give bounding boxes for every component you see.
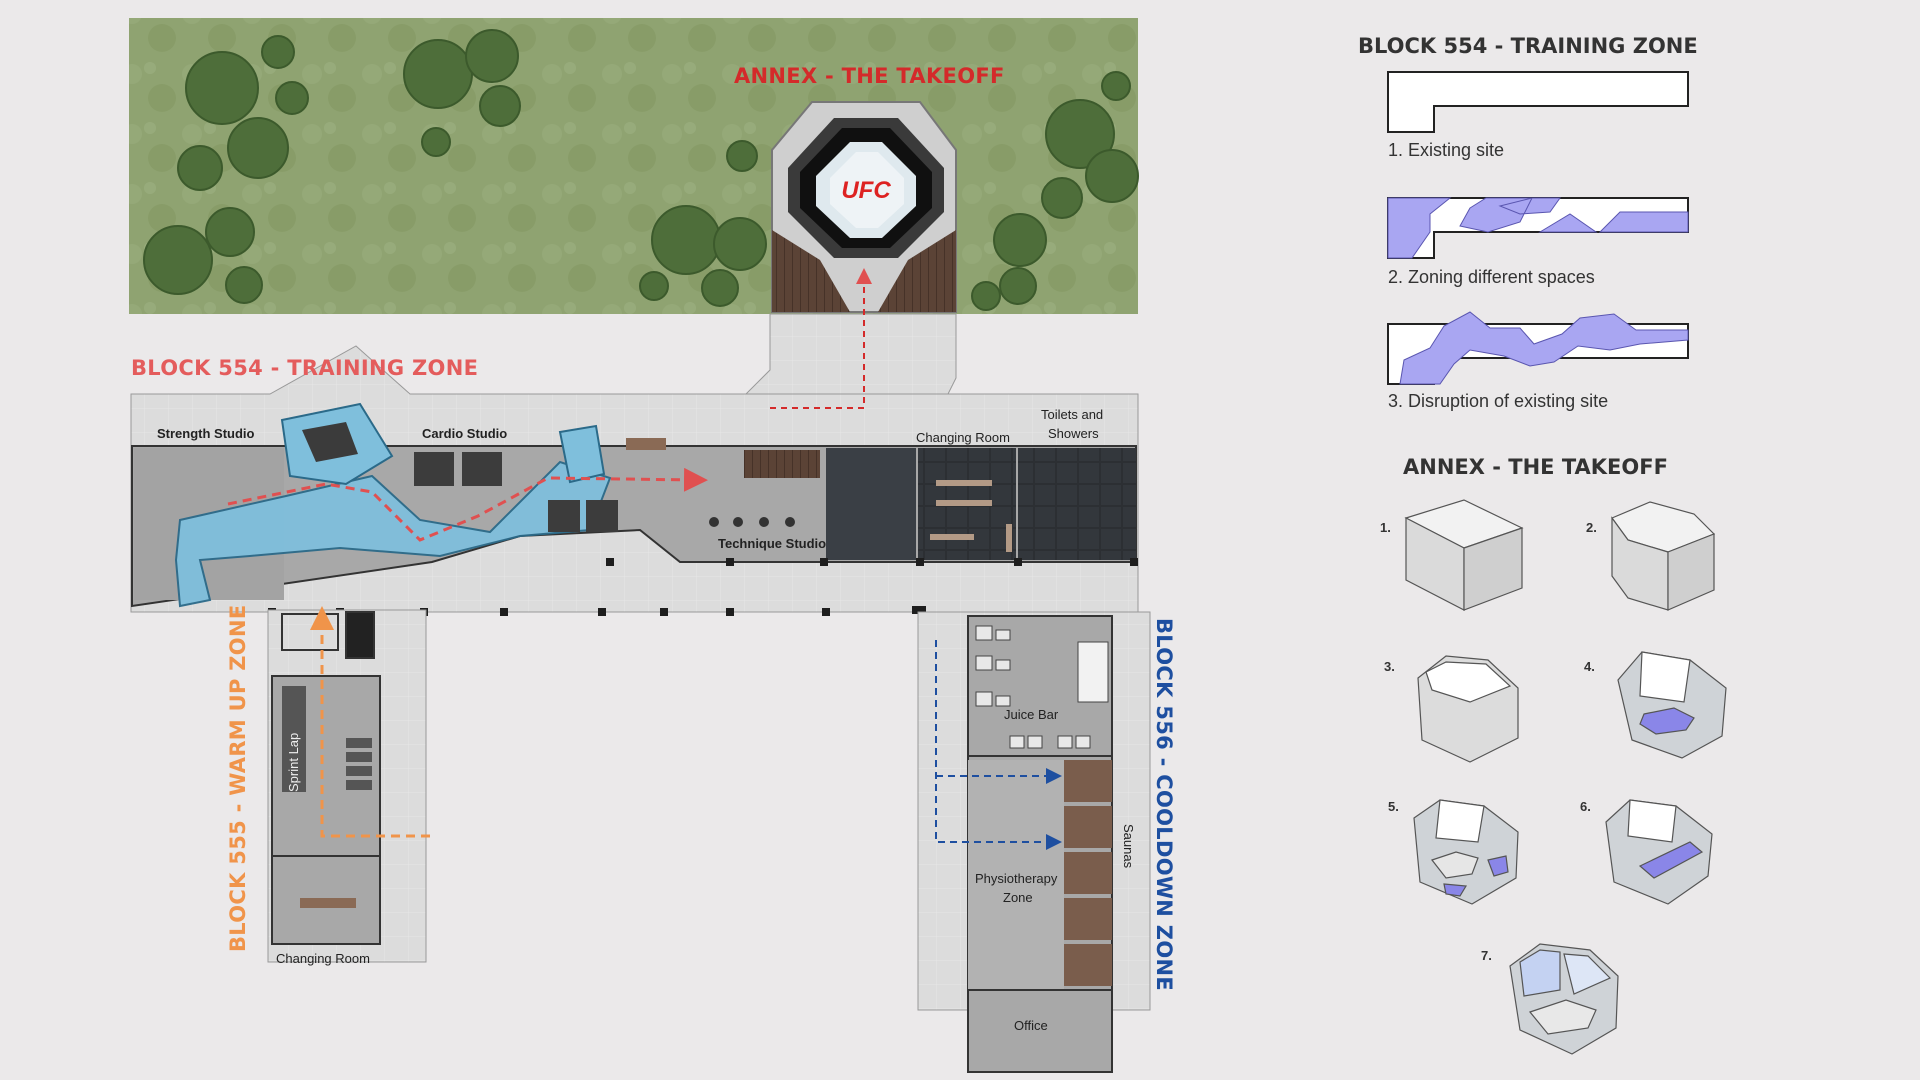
legend-annex-title: ANNEX - THE TAKEOFF — [1403, 455, 1668, 479]
legend-step-2: 2. Zoning different spaces — [1388, 267, 1595, 287]
legend-step-1: 1. Existing site — [1388, 140, 1505, 160]
legend-step-3: 3. Disruption of existing site — [1388, 391, 1609, 411]
disruption-shape-3 — [1399, 311, 1689, 385]
annex-route — [770, 268, 872, 409]
sprint-lap-track — [282, 686, 306, 792]
toilets-label-line2: Showers — [1048, 426, 1099, 441]
annex-step-3-drawing — [1417, 655, 1519, 763]
cooldown-route — [935, 640, 1062, 850]
annex-step-6-drawing — [1605, 799, 1713, 905]
annex-step-2-drawing — [1611, 501, 1716, 611]
site-diagram-1 — [1387, 71, 1689, 133]
office-label: Office — [1014, 1018, 1048, 1033]
toilets-label-line1: Toilets and — [1041, 407, 1104, 422]
annex-step-6-label: 6. — [1580, 799, 1591, 814]
zoning-shape-2 — [1387, 197, 1689, 259]
annex-building — [771, 101, 957, 313]
cardio-studio-label: Cardio Studio — [422, 426, 508, 441]
grass-site — [129, 18, 1138, 314]
annex-step-1-label: 1. — [1380, 520, 1391, 535]
annex-step-1-drawing — [1404, 499, 1524, 611]
annex-step-4-label: 4. — [1584, 659, 1595, 674]
annex-step-5-drawing — [1413, 799, 1519, 905]
warmup-route — [310, 606, 430, 838]
physio-label-line2: Zone — [1003, 890, 1033, 905]
legend-training-title: BLOCK 554 - TRAINING ZONE — [1358, 34, 1698, 58]
changing-room-554-label: Changing Room — [916, 430, 1010, 445]
annex-step-5-label: 5. — [1388, 799, 1399, 814]
annex-step-7-label: 7. — [1481, 948, 1492, 963]
trees — [143, 29, 1139, 311]
annex-step-7-drawing — [1509, 943, 1619, 1055]
annex-step-3-label: 3. — [1384, 659, 1395, 674]
annex-title: ANNEX - THE TAKEOFF — [734, 64, 1005, 88]
changing-room-555-label: Changing Room — [276, 951, 370, 966]
annex-step-2-label: 2. — [1586, 520, 1597, 535]
block-554-title: BLOCK 554 - TRAINING ZONE — [131, 356, 479, 380]
physio-label-line1: Physiotherapy — [975, 871, 1058, 886]
annex-step-4-drawing — [1617, 651, 1727, 759]
technique-studio-label: Technique Studio — [718, 536, 827, 551]
ufc-logo: UFC — [841, 177, 891, 204]
juice-bar-label: Juice Bar — [1004, 707, 1059, 722]
strength-studio-label: Strength Studio — [157, 426, 255, 441]
training-route — [227, 467, 708, 542]
